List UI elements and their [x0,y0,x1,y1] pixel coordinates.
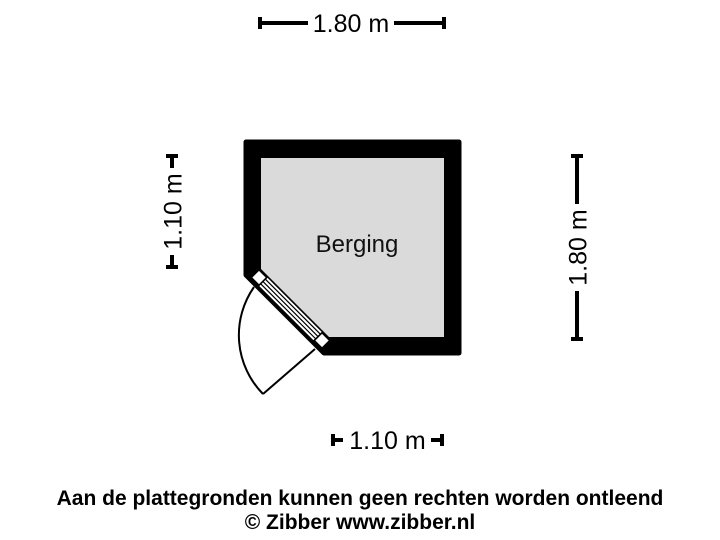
room-berging: Berging [243,139,462,356]
door-leaf-group [250,268,331,350]
dimension-bottom-label: 1.10 m [349,427,425,455]
dimension-left: 1.10 m [158,154,188,269]
room-label: Berging [316,231,399,258]
dimension-top-label-background [308,9,394,37]
footer-copyright: © Zibber www.zibber.nl [244,511,476,534]
footer-disclaimer: Aan de plattegronden kunnen geen rechten… [56,487,664,510]
dimension-left-label-background [158,168,187,255]
door-swing-arc [237,286,264,395]
door-leaf-stripe [260,283,317,340]
dimension-right: 1.80 m [563,154,593,341]
dimension-right-label: 1.80 m [565,209,593,285]
dimension-bottom-label-background [343,426,431,454]
footer: Aan de plattegronden kunnen geen rechten… [0,487,720,535]
door-open-leaf-line [262,348,316,395]
door [237,268,331,395]
door-jamb-top [250,268,268,287]
door-leaf-stripe [264,278,321,335]
dimension-top: 1.80 m [258,9,446,38]
dimension-bottom: 1.10 m [331,426,444,455]
door-jamb-bottom [313,331,331,350]
room-floor [261,158,444,337]
dimension-right-label-background [563,204,593,291]
dimension-left-label: 1.10 m [160,173,188,249]
dimension-top-label: 1.80 m [313,10,389,38]
door-leaf-stripe [262,280,319,337]
